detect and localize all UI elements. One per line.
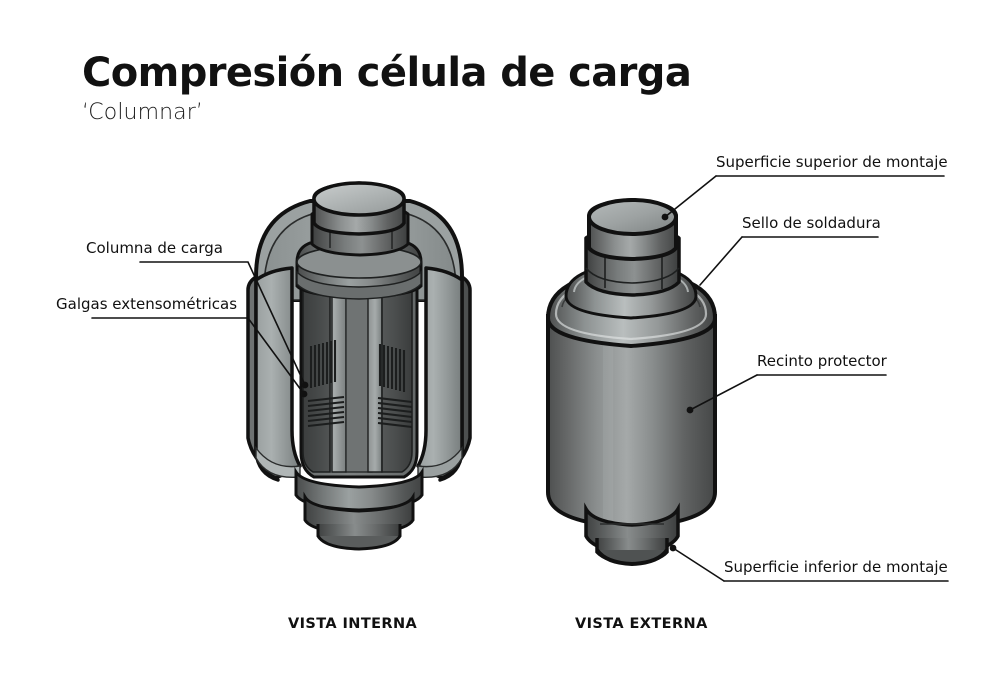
caption-internal-view: VISTA INTERNA [288, 616, 418, 632]
internal-top-cap [312, 181, 406, 236]
protective-enclosure-body [546, 314, 717, 530]
internal-view-figure [246, 181, 472, 551]
title-block: Compresión célula de carga ‘Columnar’ [82, 50, 692, 126]
callout-weld-seal: Sello de soldadura [742, 214, 881, 232]
internal-hex-shoulder [310, 201, 410, 257]
leader-weld-seal [699, 236, 743, 286]
leader-top-surface [664, 175, 717, 218]
weld-seal-bead [564, 261, 698, 320]
leader-strain-gauges [91, 317, 305, 395]
housing-cut-wing-right [416, 266, 472, 482]
internal-base [294, 466, 424, 551]
callout-protective-enclosure: Recinto protector [757, 352, 887, 370]
page-title: Compresión célula de carga [82, 50, 692, 96]
weld-seal-ring [545, 267, 718, 349]
external-view-figure [545, 197, 718, 567]
callout-load-column: Columna de carga [86, 239, 223, 257]
page-subtitle: ‘Columnar’ [82, 100, 203, 125]
external-base-pedestal [584, 502, 680, 567]
leader-enclosure [689, 374, 758, 411]
leader-endpoint-dots [300, 213, 694, 552]
leader-bottom-surface [672, 547, 725, 582]
load-column [295, 241, 423, 479]
callout-top-mounting-surface: Superficie superior de montaje [716, 153, 948, 171]
strain-gauge-right [377, 344, 413, 429]
internal-top-cap-face [312, 181, 406, 217]
internal-housing-outline [254, 199, 464, 302]
bottom-mounting-surface-face [595, 548, 669, 567]
external-hex-collar [584, 224, 681, 297]
housing-cut-wing-left [246, 266, 302, 482]
caption-external-view: VISTA EXTERNA [575, 616, 708, 632]
strain-gauge-left [307, 340, 345, 428]
callout-bottom-mounting-surface: Superficie inferior de montaje [724, 558, 948, 576]
top-mounting-surface-face [587, 198, 678, 236]
leader-load-column [139, 261, 306, 386]
callout-strain-gauges: Galgas extensométricas [56, 295, 238, 313]
external-top-cap [587, 197, 678, 262]
